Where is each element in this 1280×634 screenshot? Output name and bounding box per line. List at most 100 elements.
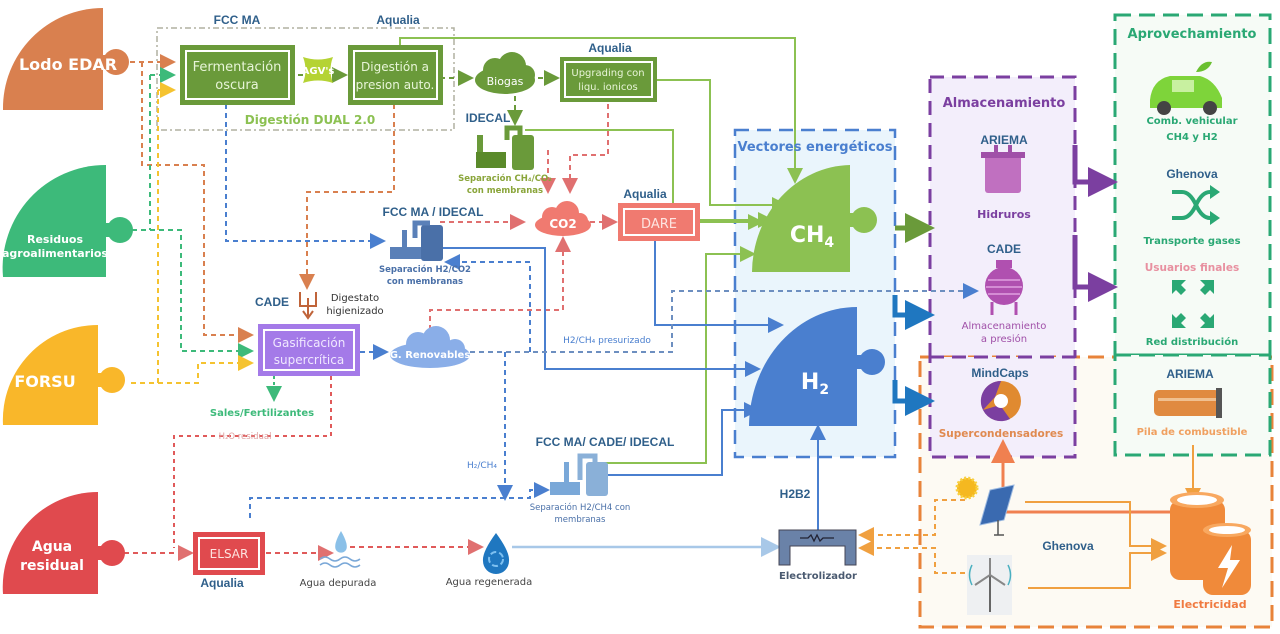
agv-label: AGV's xyxy=(302,66,335,77)
vehicular-label-1: Comb. vehicular xyxy=(1146,116,1237,127)
transporte-label: Transporte gases xyxy=(1143,236,1240,247)
agua-regenerada-label: Agua regenerada xyxy=(446,577,533,588)
source-agua-label-1: Agua xyxy=(32,539,72,555)
fermentacion-oscura-box[interactable]: Fermentación oscura xyxy=(180,45,295,105)
g-renovables-cloud: G. Renovables xyxy=(390,326,471,368)
presion-label-1: Almacenamiento xyxy=(962,321,1047,332)
org-h2b2: H2B2 xyxy=(780,487,811,501)
dare-label: DARE xyxy=(641,217,677,232)
dare-box[interactable]: DARE xyxy=(618,203,700,241)
source-residuos-label-2: agroalimentarios xyxy=(2,247,108,260)
source-lodo-edar: Lodo EDAR xyxy=(2,7,129,110)
digestato-label-1: Digestato xyxy=(331,293,379,304)
org-cade-presion: CADE xyxy=(987,242,1021,256)
usuarios-finales-label: Usuarios finales xyxy=(1145,262,1240,274)
water-drop-icon xyxy=(319,531,361,568)
separator-h2-ch4-icon xyxy=(550,453,608,496)
h2ch4-label: H₂/CH₄ xyxy=(467,461,497,471)
co2-label: CO2 xyxy=(549,217,576,231)
almacenamiento-title: Almacenamiento xyxy=(943,96,1066,111)
pressure-tank-icon xyxy=(985,260,1023,315)
elsar-label: ELSAR xyxy=(210,547,249,561)
wind-turbine-icon xyxy=(967,555,1012,615)
h2o-residual-label: H₂O residual xyxy=(219,432,272,442)
upgrading-box[interactable]: Upgrading con liqu. ionicos xyxy=(560,57,657,102)
agv-badge: AGV's xyxy=(302,57,335,83)
org-ghenova-electricidad: Ghenova xyxy=(1042,539,1094,553)
org-ghenova-transporte: Ghenova xyxy=(1166,167,1218,181)
h2ch4-presurizado-label: H2/CH₄ presurizado xyxy=(563,336,651,346)
org-aqualia-dare: Aqualia xyxy=(623,187,667,201)
separator-h2-co2-icon xyxy=(390,220,443,261)
agua-depurada-label: Agua depurada xyxy=(300,578,377,589)
co2-cloud: CO2 xyxy=(535,201,591,236)
biogas-label: Biogas xyxy=(487,75,524,88)
sep-h2-co2-label-2: con membranas xyxy=(387,277,463,287)
h2-label: H2 xyxy=(801,370,829,398)
upgrading-label-1: Upgrading con xyxy=(571,68,644,79)
fermentacion-label-1: Fermentación xyxy=(193,60,282,75)
separator-ch4-co2-icon xyxy=(476,125,534,170)
gasificacion-box[interactable]: Gasificación supercrítica xyxy=(258,324,360,376)
org-fcc-cade-idecal: FCC MA/ CADE/ IDECAL xyxy=(536,435,675,449)
source-residuos-label-1: Residuos xyxy=(27,233,84,246)
h2-label-main: H xyxy=(801,370,819,395)
sep-h2-co2-label-1: Separación H2/CO2 xyxy=(379,264,471,275)
sales-fertilizantes-label: Sales/Fertilizantes xyxy=(210,408,314,419)
org-aqualia-upgrading: Aqualia xyxy=(588,41,632,55)
hidruros-label: Hidruros xyxy=(977,208,1031,221)
fuel-cell-icon xyxy=(1154,388,1222,418)
org-mindcaps: MindCaps xyxy=(971,366,1029,380)
elsar-box[interactable]: ELSAR xyxy=(193,532,265,575)
green-car-icon xyxy=(1150,61,1222,115)
ch4-label-sub: 4 xyxy=(824,235,834,251)
digestato-label-2: higienizado xyxy=(326,306,383,317)
sep-ch4-co2-label-1: Separación CH₄/CO₂ xyxy=(458,173,552,184)
org-idecal: IDECAL xyxy=(466,111,511,125)
recycled-water-icon xyxy=(482,533,510,574)
org-aqualia-digestion: Aqualia xyxy=(376,13,420,27)
sun-icon xyxy=(955,476,979,500)
electrolizador-label: Electrolizador xyxy=(779,571,857,582)
h2-puzzle-piece: H2 xyxy=(749,307,885,426)
aprovechamiento-title: Aprovechamiento xyxy=(1128,27,1257,42)
source-residuos: Residuos agroalimentarios xyxy=(2,164,133,277)
g-renovables-label: G. Renovables xyxy=(390,350,471,361)
sep-h2-ch4-label-1: Separación H2/CH4 con xyxy=(530,502,631,513)
ch4-puzzle-piece: CH4 xyxy=(752,165,877,272)
red-distribucion-label: Red distribución xyxy=(1146,336,1238,348)
sep-ch4-co2-label-2: con membranas xyxy=(467,186,543,196)
electricidad-label: Electricidad xyxy=(1173,598,1246,611)
org-fcc-ma: FCC MA xyxy=(214,13,261,27)
expand-arrows-icon xyxy=(1172,280,1214,328)
org-ariema-pila: ARIEMA xyxy=(1166,367,1214,381)
presion-label-2: a presión xyxy=(981,333,1027,345)
vehicular-label-2: CH4 y H2 xyxy=(1166,132,1218,143)
source-forsu-label: FORSU xyxy=(14,372,75,391)
hidruros-reactor-icon xyxy=(981,145,1025,193)
source-forsu: FORSU xyxy=(2,324,125,425)
electricity-battery-icon xyxy=(1170,492,1251,595)
sep-h2-ch4-label-2: membranas xyxy=(555,515,606,525)
source-agua-label-2: residual xyxy=(20,558,84,574)
org-fcc-idecal: FCC MA / IDECAL xyxy=(383,205,484,219)
electrolizador-icon[interactable] xyxy=(778,529,857,566)
digestato-icon xyxy=(299,292,317,320)
aprovechamiento-region xyxy=(1113,13,1272,357)
ch4-label: CH4 xyxy=(790,223,835,251)
aperture-icon xyxy=(980,380,1021,422)
biogas-cloud: Biogas xyxy=(475,52,535,94)
vectores-title: Vectores energéticos xyxy=(738,140,893,155)
org-aqualia-elsar: Aqualia xyxy=(200,576,244,590)
digestion-presion-box[interactable]: Digestión a presion auto. xyxy=(348,45,443,105)
gasificacion-label-1: Gasificación xyxy=(273,336,346,350)
solar-panel-icon xyxy=(979,484,1015,536)
gasificacion-label-2: supercrítica xyxy=(274,353,344,367)
source-lodo-label: Lodo EDAR xyxy=(19,55,117,74)
supercond-label: Supercondensadores xyxy=(939,428,1064,440)
ch4-label-main: CH xyxy=(790,223,825,248)
digestion-dual-region xyxy=(156,27,455,131)
digestion-label-1: Digestión a xyxy=(361,60,429,74)
digestion-dual-title: Digestión DUAL 2.0 xyxy=(245,113,375,127)
